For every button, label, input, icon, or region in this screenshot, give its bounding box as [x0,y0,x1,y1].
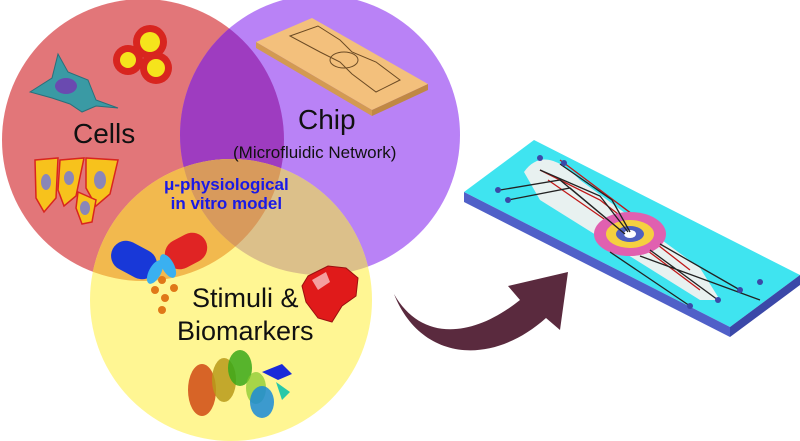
microfluidic-chip-icon [256,18,428,116]
epithelial-cells-icon [34,157,119,225]
capsule-icon [111,232,208,314]
organ-tissue-icon [301,265,359,323]
cells-stimuli-overlap [90,159,284,281]
protein-structure-icon [188,350,292,418]
intersection-label: μ-physiological in vitro model [164,175,289,213]
stimuli-label-line2: Biomarkers [177,316,314,346]
intersection-label-line1: μ-physiological [164,175,289,194]
fibroblast-cell-icon [28,52,119,113]
red-blood-cells-icon [113,25,172,84]
cells-label: Cells [73,118,136,149]
stimuli-label-line1: Stimuli & [192,283,299,313]
chip-sublabel: (Microfluidic Network) [233,143,397,162]
chip-label: Chip [298,104,356,135]
curved-arrow-icon [394,272,568,351]
stimuli-label: Stimuli & Biomarkers [177,282,314,348]
chip-stimuli-overlap [180,159,372,275]
body-on-chip-device-icon [464,140,800,337]
intersection-label-line2: in vitro model [170,194,283,213]
